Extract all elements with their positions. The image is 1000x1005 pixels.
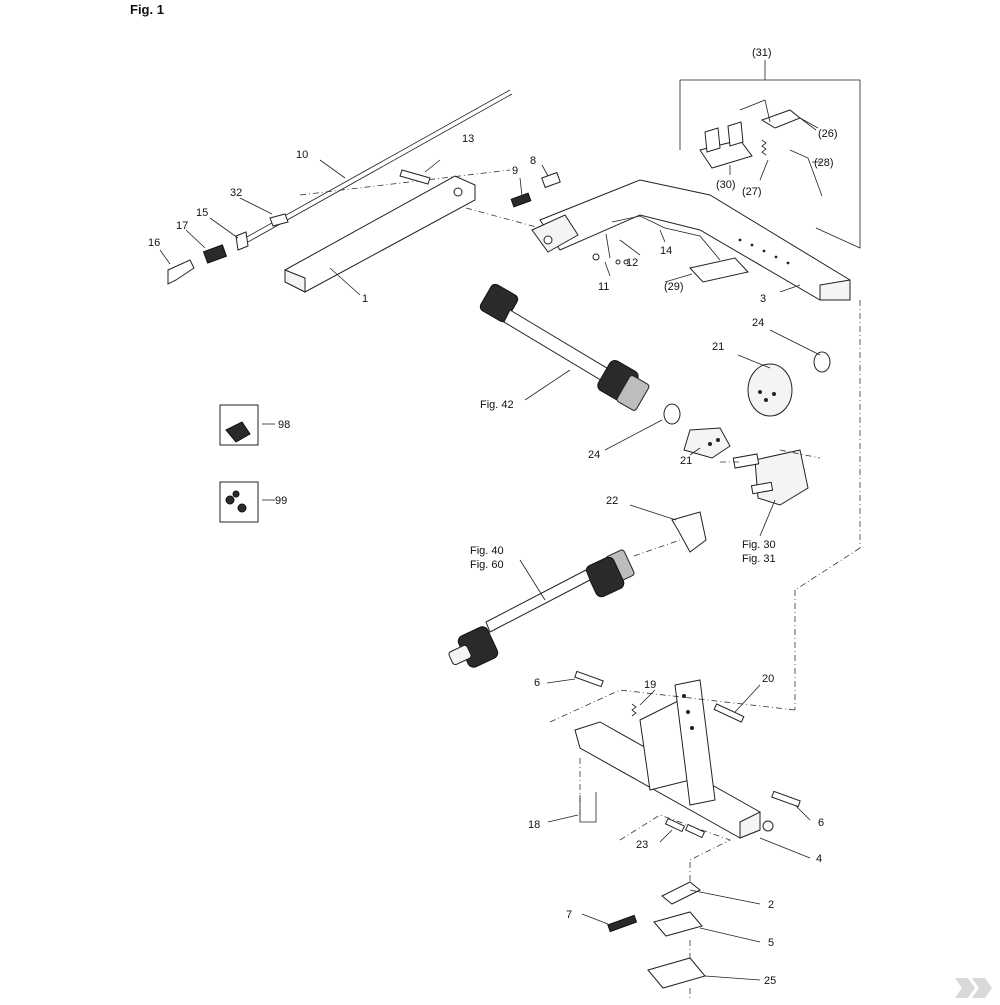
part-32-clip xyxy=(269,213,289,227)
part-29-plate xyxy=(689,257,749,283)
label-part-17: 17 xyxy=(176,220,188,232)
part-28-rod xyxy=(789,149,823,197)
beam-part-1 xyxy=(284,175,476,296)
part-22-guard xyxy=(671,511,707,553)
label-part-19: 19 xyxy=(644,679,656,691)
label-part-3: 3 xyxy=(760,293,766,305)
bag-99-outline xyxy=(219,481,259,523)
leader-lines xyxy=(159,159,821,981)
part-23-pin-a xyxy=(664,817,686,833)
label-part-1: 1 xyxy=(362,293,368,305)
label-part-14: 14 xyxy=(660,245,672,257)
part-2-latch xyxy=(661,881,701,905)
part-6-pin-upper xyxy=(574,670,604,688)
shaft-lower-tube xyxy=(485,569,591,633)
label-part-25: 25 xyxy=(764,975,776,987)
label-part-28: (28) xyxy=(814,157,834,169)
lower-frame-part-4 xyxy=(574,679,774,839)
rod-10-line xyxy=(244,89,511,239)
kit-bag-98 xyxy=(219,404,259,446)
part-13-pin xyxy=(399,169,431,185)
inset-31-group xyxy=(679,60,861,249)
label-part-9: 9 xyxy=(512,165,518,177)
label-fig-42: Fig. 42 xyxy=(480,399,514,411)
label-part-7: 7 xyxy=(566,909,572,921)
part-16-handle xyxy=(167,259,195,285)
label-part-24-upper: 24 xyxy=(752,317,764,329)
kit-bag-99 xyxy=(219,481,259,523)
label-part-12: 12 xyxy=(626,257,638,269)
frame-4-plate-right xyxy=(674,679,716,806)
label-part-16: 16 xyxy=(148,237,160,249)
cover-21-lower xyxy=(683,427,731,459)
label-part-21-lower: 21 xyxy=(680,455,692,467)
label-fig-30: Fig. 30 xyxy=(742,539,776,551)
part-25-plate xyxy=(647,957,706,989)
figure-title: Fig. 1 xyxy=(130,2,164,17)
label-part-15: 15 xyxy=(196,207,208,219)
part-27-spring xyxy=(761,139,767,156)
label-part-2: 2 xyxy=(768,899,774,911)
part-19-spring xyxy=(631,703,637,717)
driveshaft-lower xyxy=(448,549,635,668)
label-part-21-upper: 21 xyxy=(712,341,724,353)
gearbox-body xyxy=(754,449,809,506)
label-part-30: (30) xyxy=(716,179,736,191)
cover-21-upper xyxy=(747,363,793,417)
ring-24-lower xyxy=(663,403,681,425)
part-7-spring xyxy=(607,914,638,933)
label-part-6-upper: 6 xyxy=(534,677,540,689)
part-labels: 10 13 8 9 32 15 17 16 1 12 14 11 (29) 3 … xyxy=(148,47,838,987)
part-17-spring xyxy=(202,244,228,264)
rod-part-10 xyxy=(244,89,513,243)
brand-logo-icon xyxy=(955,978,992,998)
label-fig-40: Fig. 40 xyxy=(470,545,504,557)
part-15-bracket xyxy=(235,231,249,251)
part-5-plate xyxy=(653,911,703,937)
part-20-pin xyxy=(713,703,745,723)
label-part-4: 4 xyxy=(816,853,822,865)
label-part-27: (27) xyxy=(742,186,762,198)
part-18-u-pin xyxy=(579,792,597,823)
label-part-20: 20 xyxy=(762,673,774,685)
label-part-10: 10 xyxy=(296,149,308,161)
label-part-18: 18 xyxy=(528,819,540,831)
label-fig-31: Fig. 31 xyxy=(742,553,776,565)
frame-holes xyxy=(738,238,790,265)
label-part-11: 11 xyxy=(598,281,609,293)
label-part-24-lower: 24 xyxy=(588,449,600,461)
driveshaft-upper xyxy=(479,283,650,411)
label-part-5: 5 xyxy=(768,937,774,949)
label-part-32: 32 xyxy=(230,187,242,199)
label-fig-60: Fig. 60 xyxy=(470,559,504,571)
shaft-upper-tube xyxy=(503,309,611,383)
inset-31-frame xyxy=(680,79,861,249)
label-part-22: 22 xyxy=(606,495,618,507)
part-9-spring xyxy=(510,192,532,208)
label-part-29: (29) xyxy=(664,281,684,293)
label-part-99: 99 xyxy=(275,495,287,507)
main-frame-part-3 xyxy=(531,179,851,301)
gearbox-part xyxy=(732,449,809,506)
label-part-13: 13 xyxy=(462,133,474,145)
frame-3-body xyxy=(539,179,851,301)
ring-24-upper xyxy=(813,351,831,373)
part-12-pin xyxy=(605,233,611,259)
label-part-98: 98 xyxy=(278,419,290,431)
part-6-pin-lower xyxy=(771,790,801,808)
label-part-8: 8 xyxy=(530,155,536,167)
part-23-pin-b xyxy=(684,823,706,839)
label-part-23: 23 xyxy=(636,839,648,851)
label-part-31: (31) xyxy=(752,47,772,59)
label-part-26: (26) xyxy=(818,128,838,140)
part-8-bushing xyxy=(541,171,561,189)
label-part-6-lower: 6 xyxy=(818,817,824,829)
part-14-cable xyxy=(611,215,721,261)
